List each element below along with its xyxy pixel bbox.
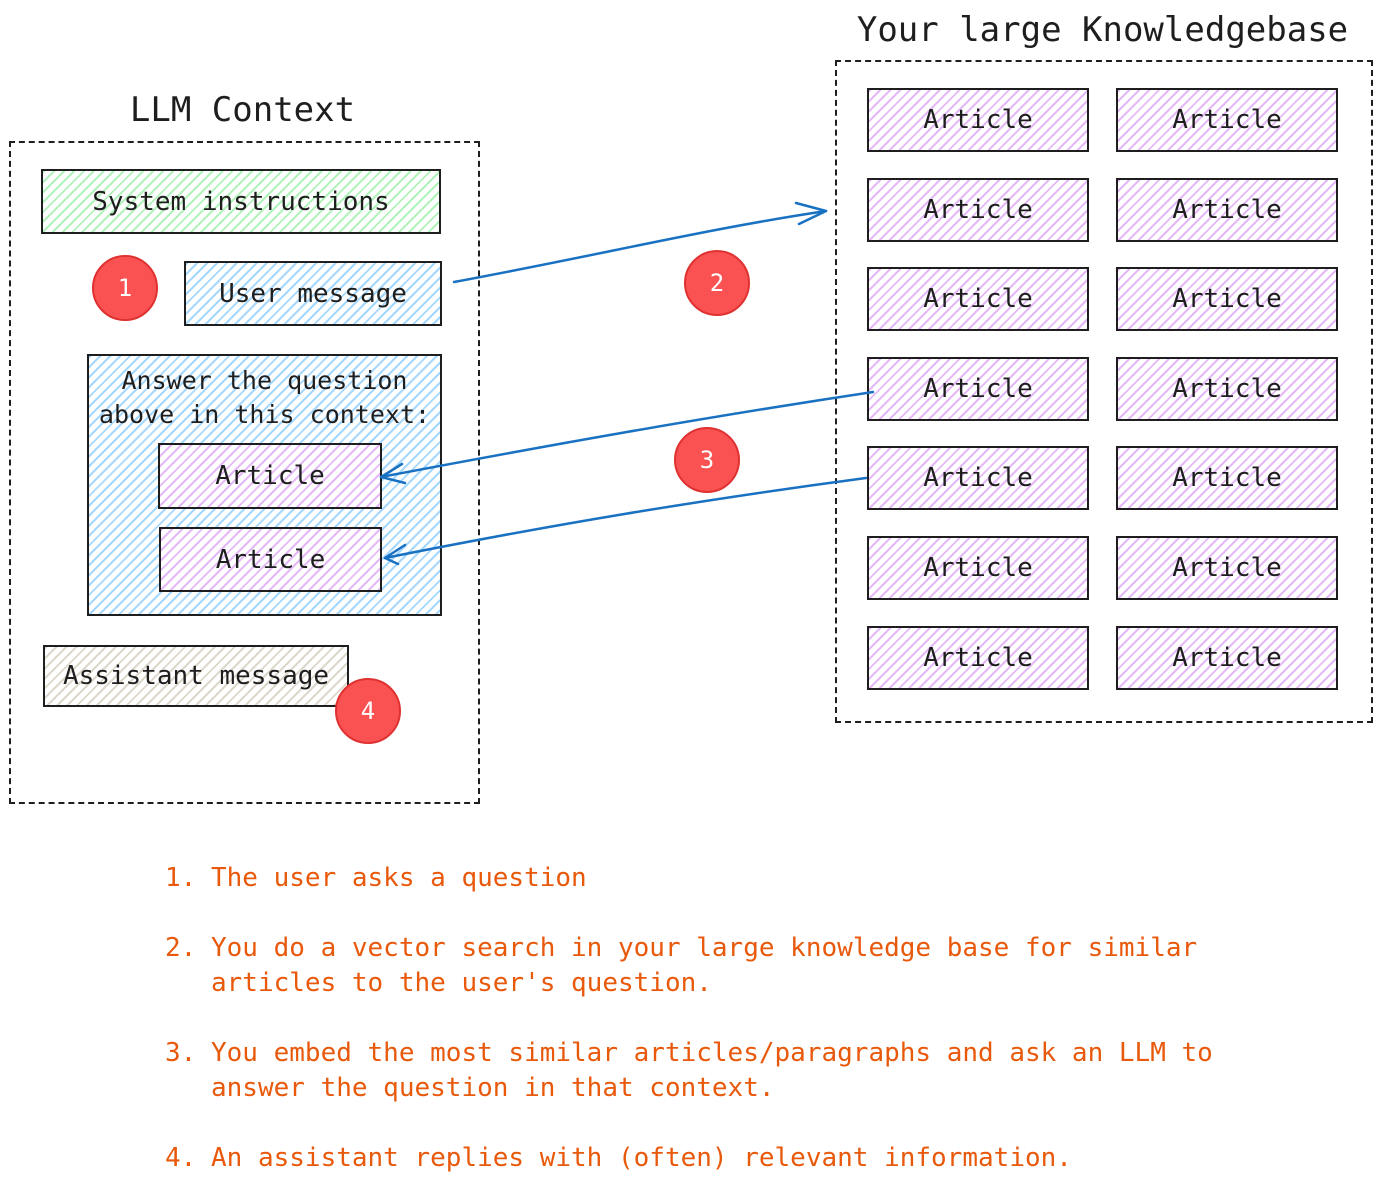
knowledgebase-article: Article bbox=[867, 446, 1089, 510]
note-text-continued: answer the question in that context. bbox=[211, 1073, 775, 1103]
knowledgebase-article: Article bbox=[1116, 178, 1338, 242]
knowledgebase-article: Article bbox=[1116, 357, 1338, 421]
step-1-badge: 1 bbox=[92, 255, 158, 321]
note-text-continued: articles to the user's question. bbox=[211, 968, 712, 998]
context-prompt-line-1: Answer the question bbox=[121, 366, 408, 395]
step-2-badge: 2 bbox=[684, 250, 750, 316]
note-text: You do a vector search in your large kno… bbox=[211, 933, 1198, 963]
user-message-box: User message bbox=[184, 261, 442, 326]
system-instructions-box: System instructions bbox=[41, 169, 441, 234]
note-step-2: 2. You do a vector search in your large k… bbox=[165, 931, 1197, 1001]
knowledgebase-title: Your large Knowledgebase bbox=[856, 10, 1349, 50]
note-number: 3. bbox=[165, 1038, 197, 1068]
step-3-badge: 3 bbox=[674, 427, 740, 493]
knowledgebase-article: Article bbox=[1116, 626, 1338, 690]
note-step-1: 1. The user asks a question bbox=[165, 861, 587, 896]
assistant-message-box: Assistant message bbox=[43, 645, 349, 707]
knowledgebase-article: Article bbox=[1116, 536, 1338, 600]
note-number: 1. bbox=[165, 863, 197, 893]
arrowhead-article-1 bbox=[379, 462, 407, 485]
knowledgebase-article: Article bbox=[867, 626, 1089, 690]
knowledgebase-frame bbox=[835, 60, 1373, 723]
arrowhead-article-2 bbox=[383, 543, 407, 566]
knowledgebase-article: Article bbox=[867, 536, 1089, 600]
note-step-3: 3. You embed the most similar articles/pa… bbox=[165, 1036, 1213, 1106]
note-text: An assistant replies with (often) releva… bbox=[211, 1143, 1072, 1173]
llm-context-frame bbox=[9, 141, 480, 804]
arrow-article-to-context-2 bbox=[383, 476, 868, 560]
knowledgebase-article: Article bbox=[867, 267, 1089, 331]
knowledgebase-article: Article bbox=[867, 88, 1089, 152]
step-4-badge: 4 bbox=[335, 678, 401, 744]
context-prompt-text: Answer the question above in this contex… bbox=[89, 364, 440, 432]
note-number: 2. bbox=[165, 933, 197, 963]
knowledgebase-article: Article bbox=[1116, 88, 1338, 152]
arrow-query-to-knowledgebase bbox=[452, 209, 828, 284]
knowledgebase-article: Article bbox=[867, 357, 1089, 421]
knowledgebase-article: Article bbox=[1116, 446, 1338, 510]
note-step-4: 4. An assistant replies with (often) rele… bbox=[165, 1141, 1072, 1176]
llm-context-title: LLM Context bbox=[129, 90, 356, 130]
note-text: The user asks a question bbox=[211, 863, 587, 893]
arrowhead-query bbox=[794, 201, 828, 226]
arrow-article-to-context-1 bbox=[379, 390, 875, 479]
embedded-article: Article bbox=[159, 527, 382, 592]
context-prompt-line-2: above in this context: bbox=[98, 400, 431, 429]
knowledgebase-article: Article bbox=[867, 178, 1089, 242]
knowledgebase-article: Article bbox=[1116, 267, 1338, 331]
note-text: You embed the most similar articles/para… bbox=[211, 1038, 1213, 1068]
note-number: 4. bbox=[165, 1143, 197, 1173]
